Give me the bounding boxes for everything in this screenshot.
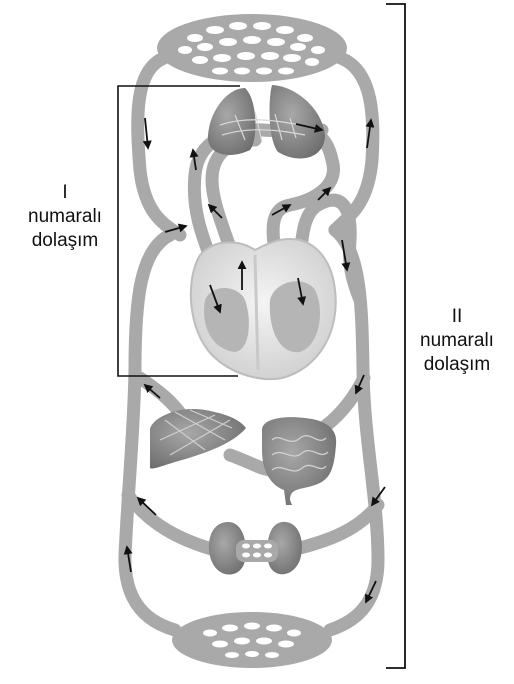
lower-capillary-bed	[172, 612, 332, 668]
upper-body-left-vessel	[138, 55, 180, 235]
intestine-vessel	[320, 378, 364, 430]
circulation-one-numeral: I	[10, 181, 120, 205]
arrow-upper-left-down	[145, 118, 148, 148]
circulation-two-line1: numaralı	[400, 329, 514, 353]
circulation-two-label: II numaralı dolaşım	[400, 305, 514, 377]
intestines	[262, 417, 336, 505]
kidney-left-vessel	[128, 495, 215, 550]
heart	[191, 239, 336, 379]
circulation-one-label: I numaralı dolaşım	[10, 181, 120, 253]
kidneys	[209, 522, 302, 575]
upper-capillary-bed	[157, 14, 347, 82]
lungs	[208, 85, 325, 158]
circulation-one-line2: dolaşım	[10, 229, 120, 253]
kidney-right-vessel	[300, 505, 378, 548]
circulation-two-numeral: II	[400, 305, 514, 329]
circulation-two-line2: dolaşım	[400, 353, 514, 377]
circulation-one-line1: numaralı	[10, 205, 120, 229]
